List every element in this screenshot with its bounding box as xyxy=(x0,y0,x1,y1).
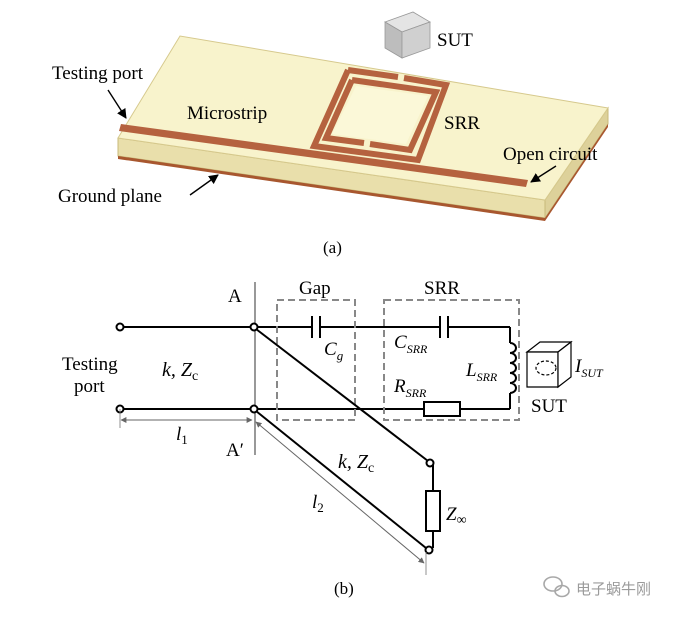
srr-label-b: SRR xyxy=(424,278,460,299)
srr-label-a: SRR xyxy=(444,113,480,134)
srr-dashed-box xyxy=(383,299,520,421)
sut-label: SUT xyxy=(437,30,473,51)
lsrr-inductor xyxy=(509,342,517,394)
l1-label: l1 xyxy=(176,424,188,447)
microstrip-line xyxy=(119,124,528,187)
csrr-label: CSRR xyxy=(394,332,428,356)
rsrr-label: RSRR xyxy=(393,376,427,400)
testing-port-arrow xyxy=(107,89,127,119)
open-circuit-label: Open circuit xyxy=(503,144,598,165)
sut-box-icon xyxy=(525,340,573,389)
caption-b: (b) xyxy=(334,579,354,598)
sut-label-b: SUT xyxy=(531,396,567,417)
stub-terminal-bottom xyxy=(424,545,434,555)
testing-port-label-b-1: Testing xyxy=(62,354,118,375)
ground-plane-edge-right xyxy=(545,124,608,221)
node-a-prime-label: A′ xyxy=(226,440,244,461)
stub-line-bottom xyxy=(255,410,427,549)
watermark-text: 电子蜗牛刚 xyxy=(576,580,651,598)
panel-b-labels: A A′ Gap SRR Testing port k, Zc l1 Cg CS… xyxy=(62,278,604,598)
isut-label: ISUT xyxy=(574,356,604,380)
lsrr-label: LSRR xyxy=(465,360,498,384)
zinf-label: Z∞ xyxy=(446,504,467,528)
cg-label: Cg xyxy=(324,339,344,363)
ground-plane-label: Ground plane xyxy=(58,186,162,207)
rsrr-resistor xyxy=(423,401,461,417)
watermark: 电子蜗牛刚 xyxy=(543,576,651,598)
sut-cube xyxy=(384,11,431,59)
ground-plane-edge xyxy=(118,156,545,221)
testing-port-label-b-2: port xyxy=(74,376,105,397)
stub-line-params: k, Zc xyxy=(338,451,374,476)
gap-label: Gap xyxy=(299,278,331,299)
l2-label: l2 xyxy=(312,492,324,515)
microstrip-label: Microstrip xyxy=(187,103,267,124)
panel-b xyxy=(115,282,573,575)
input-line-params: k, Zc xyxy=(162,359,198,384)
stub-terminal-top xyxy=(425,458,435,468)
caption-a: (a) xyxy=(323,238,342,257)
wechat-icon xyxy=(543,576,570,598)
gap-dashed-box xyxy=(276,299,356,421)
isut-current-loop xyxy=(535,360,557,376)
port-terminal-top xyxy=(115,322,125,332)
srr-resonator xyxy=(309,67,451,164)
zinf-load xyxy=(425,490,441,532)
node-a-label: A xyxy=(228,286,242,307)
ground-plane-arrow xyxy=(189,174,219,196)
l2-dimension xyxy=(255,421,425,564)
open-circuit-arrow xyxy=(530,165,557,183)
testing-port-label: Testing port xyxy=(52,63,144,84)
panel-a: SUT Testing port Microstrip SRR Open cir… xyxy=(52,11,609,257)
